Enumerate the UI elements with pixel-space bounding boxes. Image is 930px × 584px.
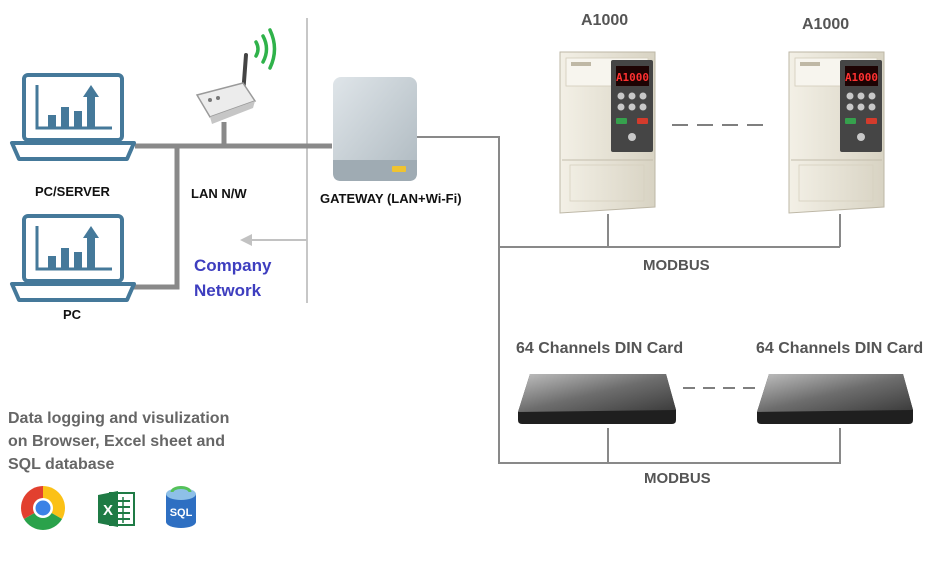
sql-database-icon: SQL xyxy=(166,486,196,528)
gateway-led xyxy=(392,166,406,172)
wifi-signal-icon xyxy=(254,28,277,70)
company-network-line1: Company xyxy=(194,256,272,275)
modbus-top-label: MODBUS xyxy=(643,257,710,274)
pc-label: PC xyxy=(63,307,82,322)
laptop-pc-server xyxy=(10,73,136,161)
gateway-label: GATEWAY (LAN+Wi-Fi) xyxy=(320,191,462,206)
company-network-line2: Network xyxy=(194,281,262,300)
lan-label: LAN N/W xyxy=(191,186,247,201)
din-card-left xyxy=(518,374,676,424)
a1000-drive-left: A1000 xyxy=(559,51,656,214)
gateway-device xyxy=(333,77,417,181)
pc-server-label: PC/SERVER xyxy=(35,184,110,199)
excel-letter: X xyxy=(103,502,113,519)
din-left-title: 64 Channels DIN Card xyxy=(516,340,684,357)
modbus-wiring xyxy=(417,136,841,464)
data-logging-description: Data logging and visulization on Browser… xyxy=(8,410,230,473)
a1000-drive-right: A1000 xyxy=(788,51,885,214)
lan-cable xyxy=(133,122,332,290)
modbus-bottom-label: MODBUS xyxy=(644,470,711,487)
din-card-right xyxy=(757,374,913,424)
drive-display-left: A1000 xyxy=(616,71,649,84)
company-network-arrow xyxy=(240,234,307,246)
drive-left-title: A1000 xyxy=(581,12,629,29)
excel-icon: X xyxy=(98,491,135,527)
laptop-pc xyxy=(10,214,136,302)
wifi-router xyxy=(195,53,257,124)
company-network-label: Company Network xyxy=(194,253,271,303)
din-right-title: 64 Channels DIN Card xyxy=(756,340,924,357)
drive-display-right: A1000 xyxy=(845,71,878,84)
drive-right-title: A1000 xyxy=(802,16,850,33)
chrome-icon xyxy=(21,486,65,530)
sql-text: SQL xyxy=(170,507,193,519)
